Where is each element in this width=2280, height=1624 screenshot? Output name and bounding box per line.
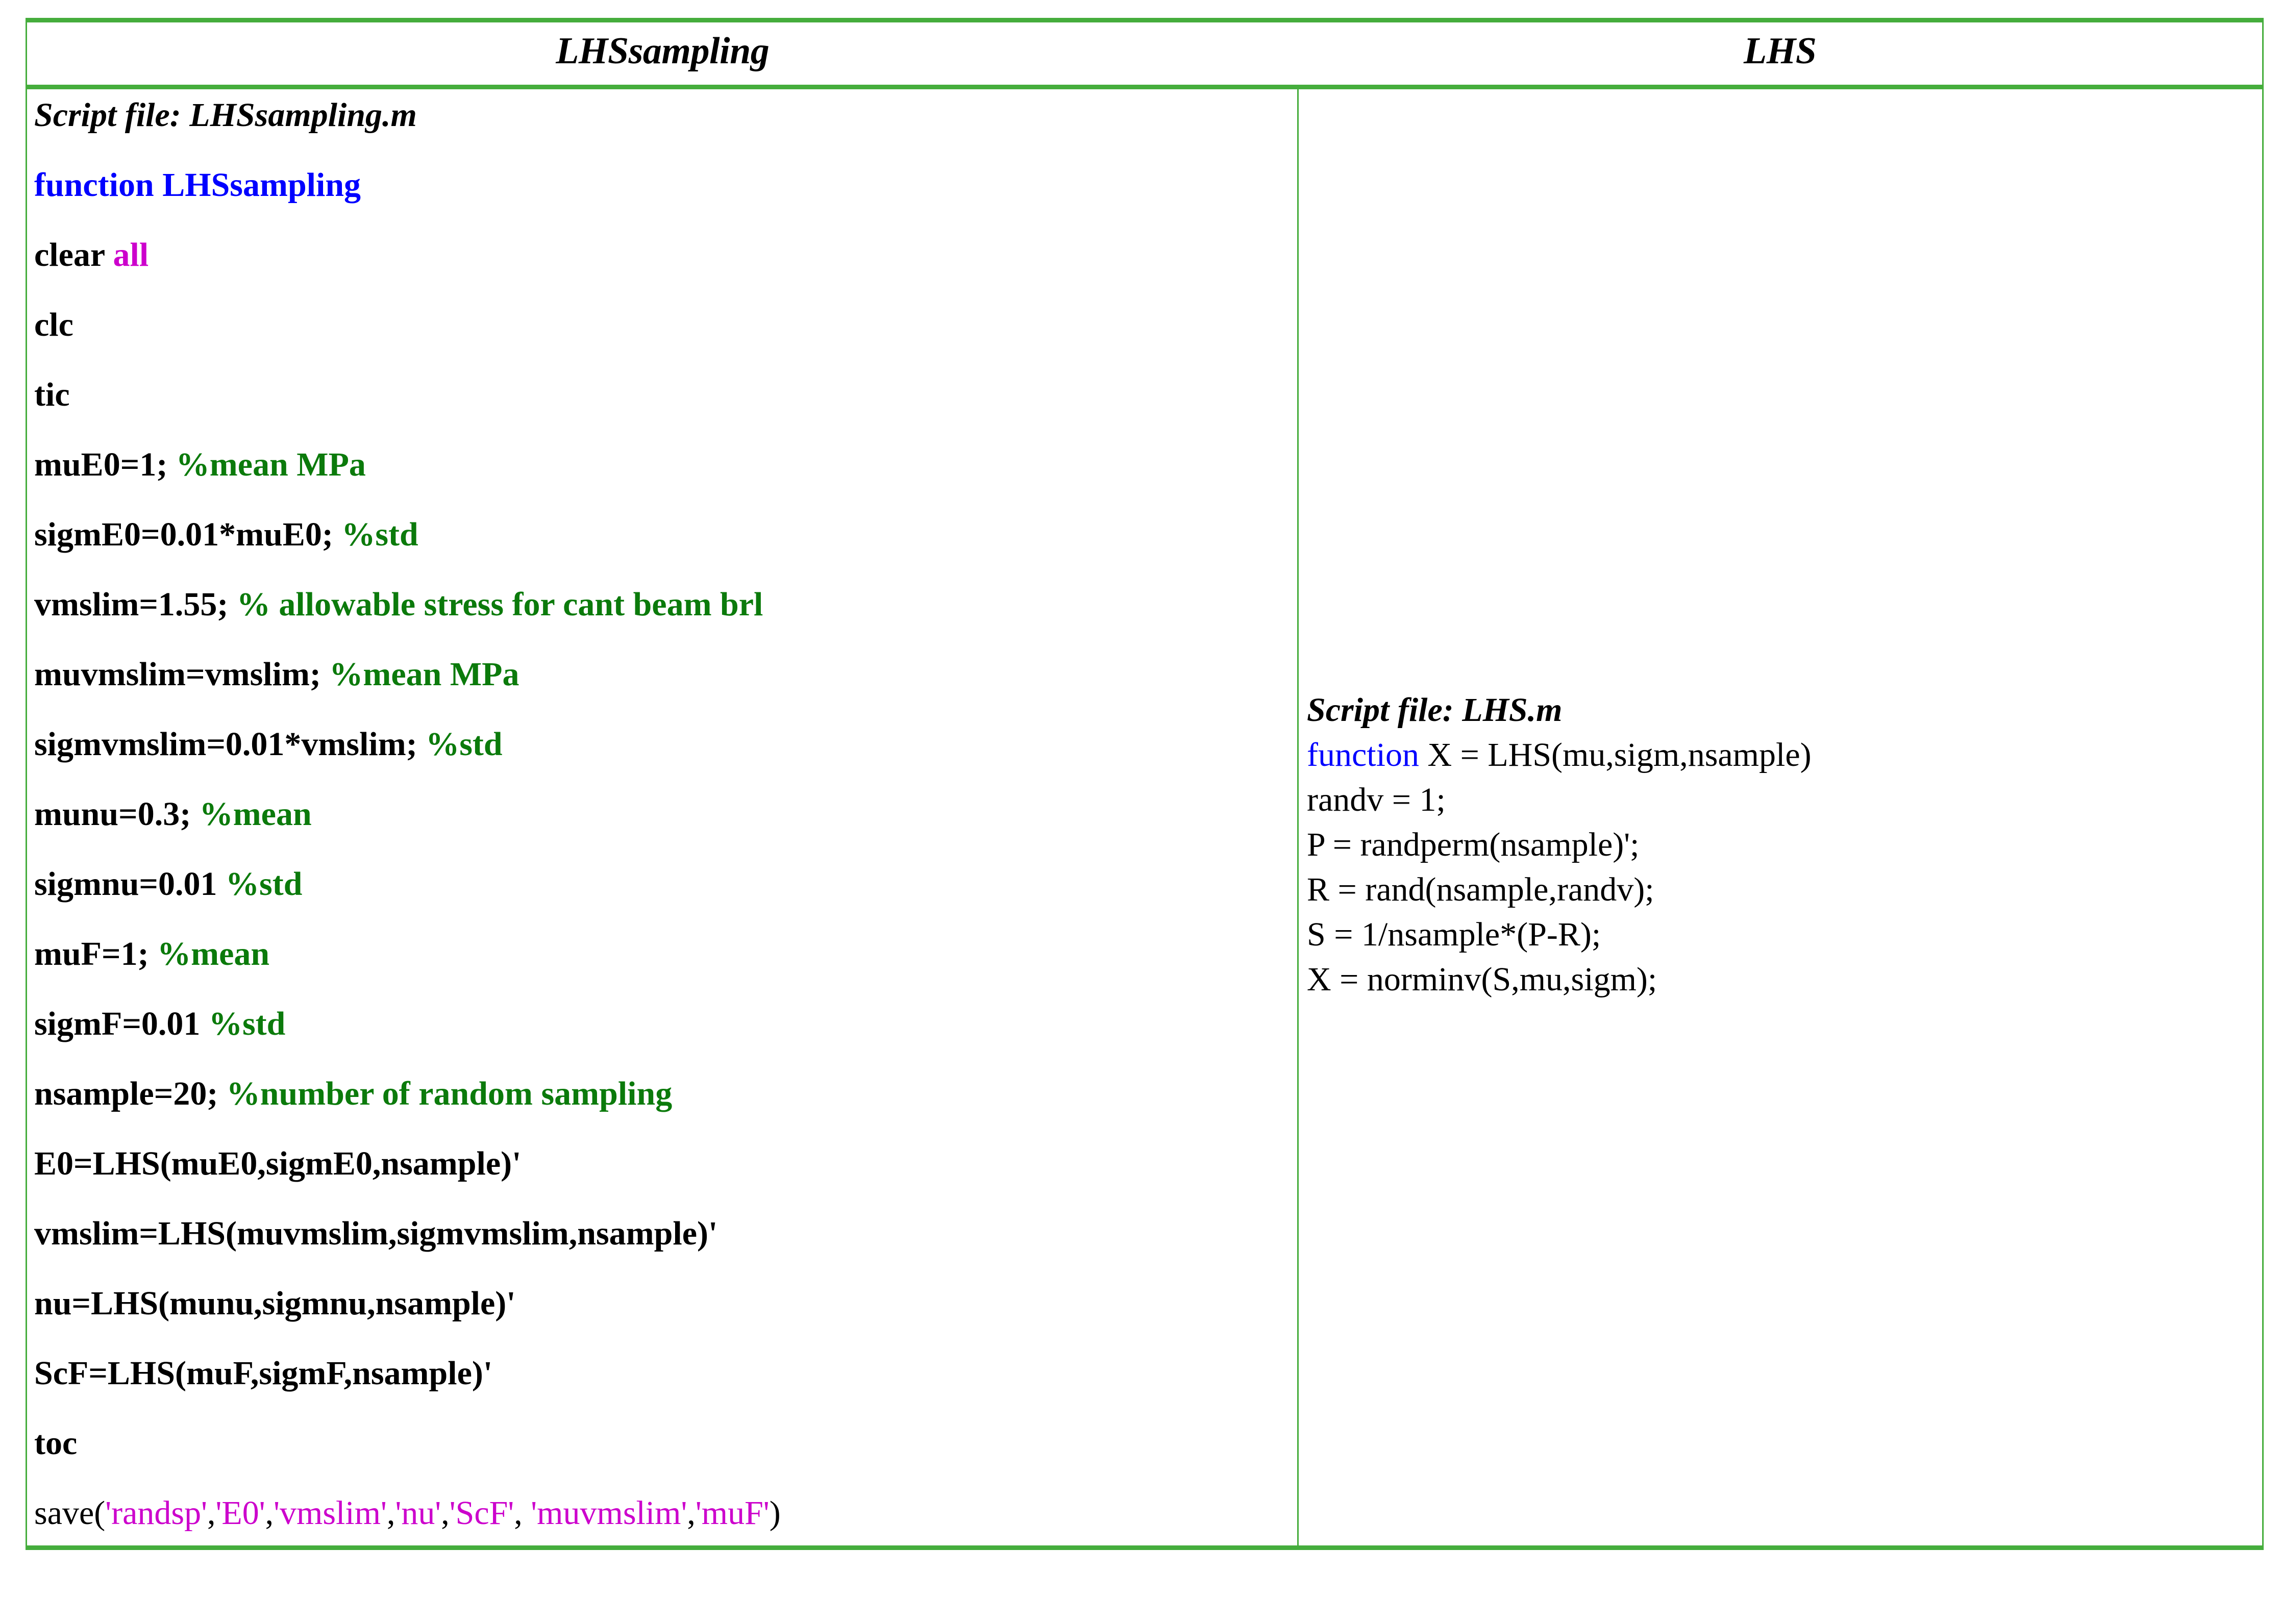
cell-lhs-code: Script file: LHS.m function X = LHS(mu,s… bbox=[1297, 87, 2264, 1550]
code-line-lhssampling-l02-token-0: clear bbox=[34, 236, 113, 273]
code-line-lhssampling-l10: munu=0.3; %mean bbox=[34, 797, 1297, 831]
column-header-lhssampling: LHSsampling bbox=[26, 18, 1298, 89]
code-line-lhssampling-l15: E0=LHS(muE0,sigmE0,nsample)' bbox=[34, 1144, 1297, 1182]
code-line-lhs-r03: P = randperm(nsample)'; bbox=[1307, 828, 2262, 862]
code-line-lhssampling-l18-token-0: ScF=LHS(muF,sigmF,nsample)' bbox=[34, 1354, 493, 1392]
code-line-lhssampling-l20-token-8: , bbox=[441, 1494, 450, 1532]
code-line-lhssampling-l09-token-0: sigmvmslim=0.01*vmslim; bbox=[34, 725, 426, 763]
code-line-lhssampling-l15-token-0: E0=LHS(muE0,sigmE0,nsample)' bbox=[34, 1144, 522, 1182]
code-line-lhssampling-l20-token-3: 'E0' bbox=[215, 1494, 265, 1532]
code-line-lhssampling-l14-token-0: nsample=20; bbox=[34, 1075, 227, 1112]
code-line-lhssampling-l07-token-0: vmslim=1.55; bbox=[34, 585, 237, 623]
code-line-lhssampling-l09: sigmvmslim=0.01*vmslim; %std bbox=[34, 725, 1297, 763]
code-line-lhssampling-l20-token-11: 'muvmslim' bbox=[531, 1494, 687, 1532]
code-block-lhssampling: Script file: LHSsampling.m function LHSs… bbox=[34, 98, 1297, 1530]
cell-lhssampling-code: Script file: LHSsampling.m function LHSs… bbox=[26, 87, 1299, 1550]
code-line-lhssampling-l01-token-1: LHSsampling bbox=[162, 166, 361, 204]
code-line-lhs-r04-token-0: R = rand(nsample,randv); bbox=[1307, 870, 1654, 908]
table-row: Script file: LHSsampling.m function LHSs… bbox=[26, 87, 2264, 1550]
code-line-lhssampling-l19: toc bbox=[34, 1424, 1297, 1462]
code-line-lhssampling-l04: tic bbox=[34, 378, 1297, 412]
code-line-lhssampling-l20-token-4: , bbox=[265, 1494, 274, 1532]
code-line-lhssampling-l20-token-13: 'muF' bbox=[695, 1494, 770, 1532]
script-title-lhssampling: Script file: LHSsampling.m bbox=[34, 96, 417, 134]
code-line-lhssampling-l10-token-0: munu=0.3; bbox=[34, 795, 200, 833]
code-line-lhssampling-l02-token-1: all bbox=[113, 236, 149, 273]
code-line-lhssampling-l05-token-1: %mean MPa bbox=[176, 445, 366, 483]
code-line-lhs-r02: randv = 1; bbox=[1307, 783, 2262, 817]
code-line-lhssampling-l16: vmslim=LHS(muvmslim,sigmvmslim,nsample)' bbox=[34, 1214, 1297, 1252]
code-line-lhs-r01: function X = LHS(mu,sigm,nsample) bbox=[1307, 738, 2262, 772]
code-line-lhs-r05-token-0: S = 1/nsample*(P-R); bbox=[1307, 915, 1601, 953]
code-line-lhssampling-l12-token-0: muF=1; bbox=[34, 935, 158, 972]
code-line-lhssampling-l20-token-9: 'ScF' bbox=[449, 1494, 514, 1532]
table-body: Script file: LHSsampling.m function LHSs… bbox=[26, 87, 2264, 1550]
code-line-lhssampling-l02: clear all bbox=[34, 238, 1297, 272]
code-line-lhssampling-l07: vmslim=1.55; % allowable stress for cant… bbox=[34, 585, 1297, 623]
code-line-lhssampling-l05: muE0=1; %mean MPa bbox=[34, 445, 1297, 483]
code-line-lhssampling-l20-token-10: , bbox=[514, 1494, 531, 1532]
code-line-lhssampling-l16-token-0: vmslim=LHS(muvmslim,sigmvmslim,nsample)' bbox=[34, 1214, 718, 1252]
code-line-lhssampling-l20-token-14: ) bbox=[769, 1494, 781, 1532]
code-line-lhssampling-l06-token-1: %std bbox=[341, 515, 418, 553]
code-line-lhssampling-l01: function LHSsampling bbox=[34, 168, 1297, 202]
code-line-lhssampling-l10-token-1: %mean bbox=[199, 795, 312, 833]
code-lines-lhssampling: function LHSsampling clear all clc tic muE0=… bbox=[34, 168, 1297, 1530]
code-line-lhs-r06: X = norminv(S,mu,sigm); bbox=[1307, 960, 2262, 998]
code-block-lhs: Script file: LHS.m function X = LHS(mu,s… bbox=[1307, 693, 2262, 996]
code-line-lhssampling-l12: muF=1; %mean bbox=[34, 937, 1297, 971]
table-header-row: LHSsampling LHS bbox=[26, 18, 2264, 89]
code-line-lhssampling-l13-token-1: %std bbox=[208, 1005, 286, 1042]
code-line-lhssampling-l20-token-7: 'nu' bbox=[395, 1494, 441, 1532]
code-line-lhssampling-l20-token-0: save( bbox=[34, 1494, 106, 1532]
code-line-lhssampling-l08-token-1: %mean MPa bbox=[329, 655, 519, 693]
code-line-lhs-r05: S = 1/nsample*(P-R); bbox=[1307, 915, 2262, 953]
code-line-lhssampling-l11-token-1: %std bbox=[226, 865, 303, 903]
code-line-lhssampling-l11-token-0: sigmnu=0.01 bbox=[34, 865, 226, 903]
code-line-lhssampling-l13-token-0: sigmF=0.01 bbox=[34, 1005, 209, 1042]
code-line-lhs-r03-token-0: P = randperm(nsample)'; bbox=[1307, 826, 1640, 863]
code-lines-lhs: function X = LHS(mu,sigm,nsample) randv =… bbox=[1307, 738, 2262, 996]
code-line-lhssampling-l20-token-2: , bbox=[207, 1494, 216, 1532]
code-line-lhssampling-l09-token-1: %std bbox=[426, 725, 503, 763]
code-line-lhs-r02-token-0: randv = 1; bbox=[1307, 781, 1446, 818]
code-line-lhssampling-l03: clc bbox=[34, 308, 1297, 342]
code-line-lhs-r04: R = rand(nsample,randv); bbox=[1307, 870, 2262, 908]
code-line-lhssampling-l12-token-1: %mean bbox=[157, 935, 270, 972]
code-line-lhssampling-l20-token-5: 'vmslim' bbox=[274, 1494, 387, 1532]
code-line-lhssampling-l14: nsample=20; %number of random sampling bbox=[34, 1077, 1297, 1111]
code-line-lhssampling-l01-token-0: function bbox=[34, 166, 163, 204]
code-line-lhssampling-l11: sigmnu=0.01 %std bbox=[34, 867, 1297, 901]
code-line-lhs-r01-token-0: function bbox=[1307, 736, 1428, 773]
code-line-lhssampling-l13: sigmF=0.01 %std bbox=[34, 1007, 1297, 1041]
code-line-lhssampling-l06: sigmE0=0.01*muE0; %std bbox=[34, 515, 1297, 553]
code-line-lhssampling-l03-token-0: clc bbox=[34, 306, 73, 343]
code-line-lhssampling-l17: nu=LHS(munu,sigmnu,nsample)' bbox=[34, 1284, 1297, 1322]
code-line-lhssampling-l08: muvmslim=vmslim; %mean MPa bbox=[34, 655, 1297, 693]
code-line-lhssampling-l18: ScF=LHS(muF,sigmF,nsample)' bbox=[34, 1354, 1297, 1392]
code-line-lhssampling-l05-token-0: muE0=1; bbox=[34, 445, 176, 483]
code-line-lhssampling-l14-token-1: %number of random sampling bbox=[226, 1075, 673, 1112]
code-line-lhssampling-l19-token-0: toc bbox=[34, 1424, 78, 1462]
code-line-lhs-r06-token-0: X = norminv(S,mu,sigm); bbox=[1307, 960, 1657, 998]
table-header: LHSsampling LHS bbox=[26, 18, 2264, 89]
script-title-lhs: Script file: LHS.m bbox=[1307, 691, 1563, 729]
code-line-lhssampling-l08-token-0: muvmslim=vmslim; bbox=[34, 655, 330, 693]
code-line-lhssampling-l06-token-0: sigmE0=0.01*muE0; bbox=[34, 515, 342, 553]
code-line-lhs-r01-token-1: X = LHS(mu,sigm,nsample) bbox=[1427, 736, 1812, 773]
column-header-lhs: LHS bbox=[1298, 18, 2264, 89]
code-line-lhssampling-l20-token-6: , bbox=[386, 1494, 395, 1532]
right-column-spacer bbox=[1307, 98, 2262, 693]
code-line-lhssampling-l20-token-12: , bbox=[687, 1494, 696, 1532]
code-line-lhssampling-l20-token-1: 'randsp' bbox=[105, 1494, 208, 1532]
code-line-lhssampling-l20: save('randsp','E0','vmslim','nu','ScF', … bbox=[34, 1496, 1297, 1530]
code-line-lhssampling-l04-token-0: tic bbox=[34, 376, 70, 413]
code-comparison-table: LHSsampling LHS Script file: LHSsampling… bbox=[26, 18, 2264, 1550]
code-line-lhssampling-l07-token-1: % allowable stress for cant beam brl bbox=[236, 585, 763, 623]
code-line-lhssampling-l17-token-0: nu=LHS(munu,sigmnu,nsample)' bbox=[34, 1284, 516, 1322]
